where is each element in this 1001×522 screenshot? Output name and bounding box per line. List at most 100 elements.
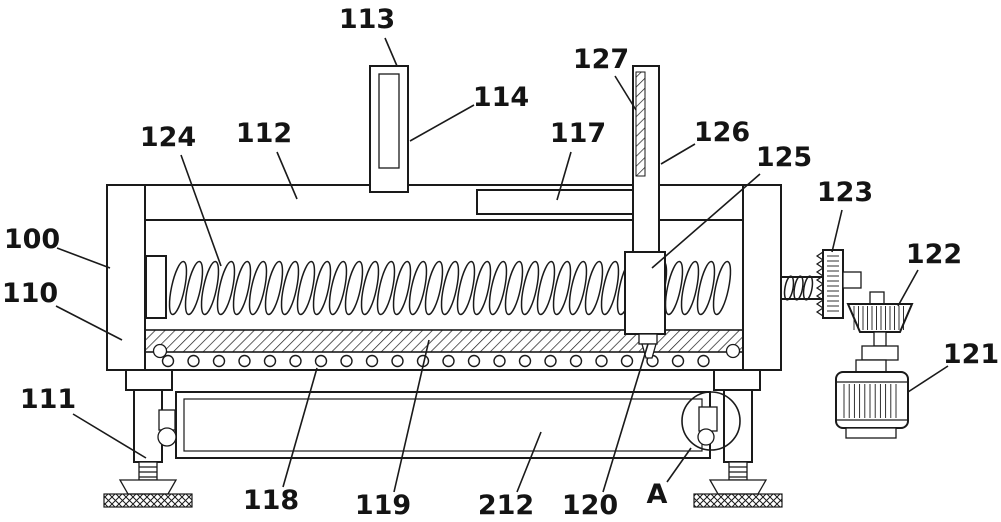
part-label-118: 118 <box>243 485 299 516</box>
drive-gear-hatch <box>827 255 839 312</box>
gear-hub <box>842 271 862 289</box>
part-label-117: 117 <box>550 118 606 149</box>
coil-turn <box>584 260 604 316</box>
leader-line-120 <box>602 343 649 493</box>
coil-turn <box>664 260 684 316</box>
drain-hole <box>595 354 608 368</box>
part-label-125: 125 <box>756 142 812 173</box>
leader-line-119 <box>393 339 430 493</box>
coil-turn <box>424 260 444 316</box>
leader-line-125 <box>651 173 761 269</box>
coil-turn <box>328 260 348 316</box>
hatched-filter-plate <box>144 329 744 353</box>
left-foot-pad <box>118 479 178 495</box>
lower-assembly <box>103 369 783 508</box>
drain-hole <box>391 354 404 368</box>
coil-turn <box>456 260 476 316</box>
coil-turn <box>552 260 572 316</box>
leader-lines <box>55 37 949 493</box>
drive-gear <box>822 249 844 319</box>
left-foot <box>103 461 193 508</box>
coil-turn <box>802 275 814 301</box>
drain-hole <box>238 354 251 368</box>
part-label-110: 110 <box>2 278 58 309</box>
collection-tray <box>175 391 711 459</box>
part-label-212: 212 <box>478 490 534 521</box>
leader-line-126 <box>660 143 696 165</box>
coil-turn <box>168 260 188 316</box>
drain-hole <box>442 354 455 368</box>
leader-line-113 <box>384 37 398 67</box>
bevel-gear-hatch <box>853 306 904 330</box>
part-label-124: 124 <box>140 122 196 153</box>
bevel-gear <box>846 303 914 333</box>
coil-turn <box>472 260 492 316</box>
coil-turn <box>793 275 804 301</box>
coil-turn <box>680 260 700 316</box>
drain-hole <box>289 354 302 368</box>
part-label-114: 114 <box>473 82 529 113</box>
motor-base <box>845 427 897 439</box>
part-label-111: 111 <box>20 384 76 415</box>
drive-mechanism <box>780 249 914 439</box>
drain-hole <box>671 354 685 368</box>
leader-line-A <box>666 447 692 483</box>
part-label-112: 112 <box>236 118 292 149</box>
coil-turn <box>783 275 795 301</box>
part-label-126: 126 <box>694 117 750 148</box>
leader-line-122 <box>897 269 919 307</box>
coil-turn <box>232 260 252 316</box>
leader-line-121 <box>907 365 949 393</box>
left-leg <box>133 389 163 463</box>
drain-hole <box>544 354 557 368</box>
leader-line-100 <box>56 247 111 269</box>
coil-turn <box>280 260 300 316</box>
leader-line-212 <box>516 431 542 493</box>
part-label-127: 127 <box>573 44 629 75</box>
coil-turn <box>440 260 460 316</box>
drain-hole <box>518 354 532 368</box>
drain-hole <box>187 354 200 368</box>
coil-turn <box>376 260 396 316</box>
left-roller-mount <box>158 409 176 431</box>
coil-turn <box>248 260 268 316</box>
part-label-100: 100 <box>4 224 60 255</box>
right-bracket <box>713 369 761 391</box>
coil-turn <box>344 260 364 316</box>
drain-hole <box>467 354 481 368</box>
right-foot-pad <box>708 479 768 495</box>
filter-section <box>144 329 744 368</box>
part-label-123: 123 <box>817 177 873 208</box>
right-leg <box>723 389 753 463</box>
coil-turn <box>568 260 588 316</box>
drive-shaft-spiral <box>783 275 814 301</box>
right-bolt <box>725 343 741 359</box>
coil-turn <box>184 260 204 316</box>
right-foot <box>693 461 783 508</box>
coil-turn <box>296 260 316 316</box>
leader-line-111 <box>72 413 147 459</box>
detail-circle-A <box>681 391 741 451</box>
coil-turn <box>312 260 332 316</box>
coil-turn <box>264 260 284 316</box>
motor-top-cap <box>855 359 887 373</box>
screw-conveyor <box>145 255 732 319</box>
post-inner-slot <box>378 73 400 169</box>
right-ground-pad <box>693 493 783 508</box>
top-cover-plate <box>476 189 634 215</box>
leader-line-114 <box>409 104 475 142</box>
drain-hole <box>620 354 634 368</box>
right-roller-mount <box>698 406 718 432</box>
rail-rack-strip <box>635 71 646 177</box>
left-bolt <box>152 343 168 359</box>
drive-gear-teeth <box>815 251 825 317</box>
motor-fins <box>843 384 897 418</box>
drain-hole <box>263 354 277 368</box>
coil-turn <box>408 260 428 316</box>
drain-hole <box>569 354 583 368</box>
drain-hole <box>161 354 175 368</box>
slider-block <box>624 251 666 335</box>
coil-turn <box>488 260 508 316</box>
coil-turn <box>504 260 524 316</box>
